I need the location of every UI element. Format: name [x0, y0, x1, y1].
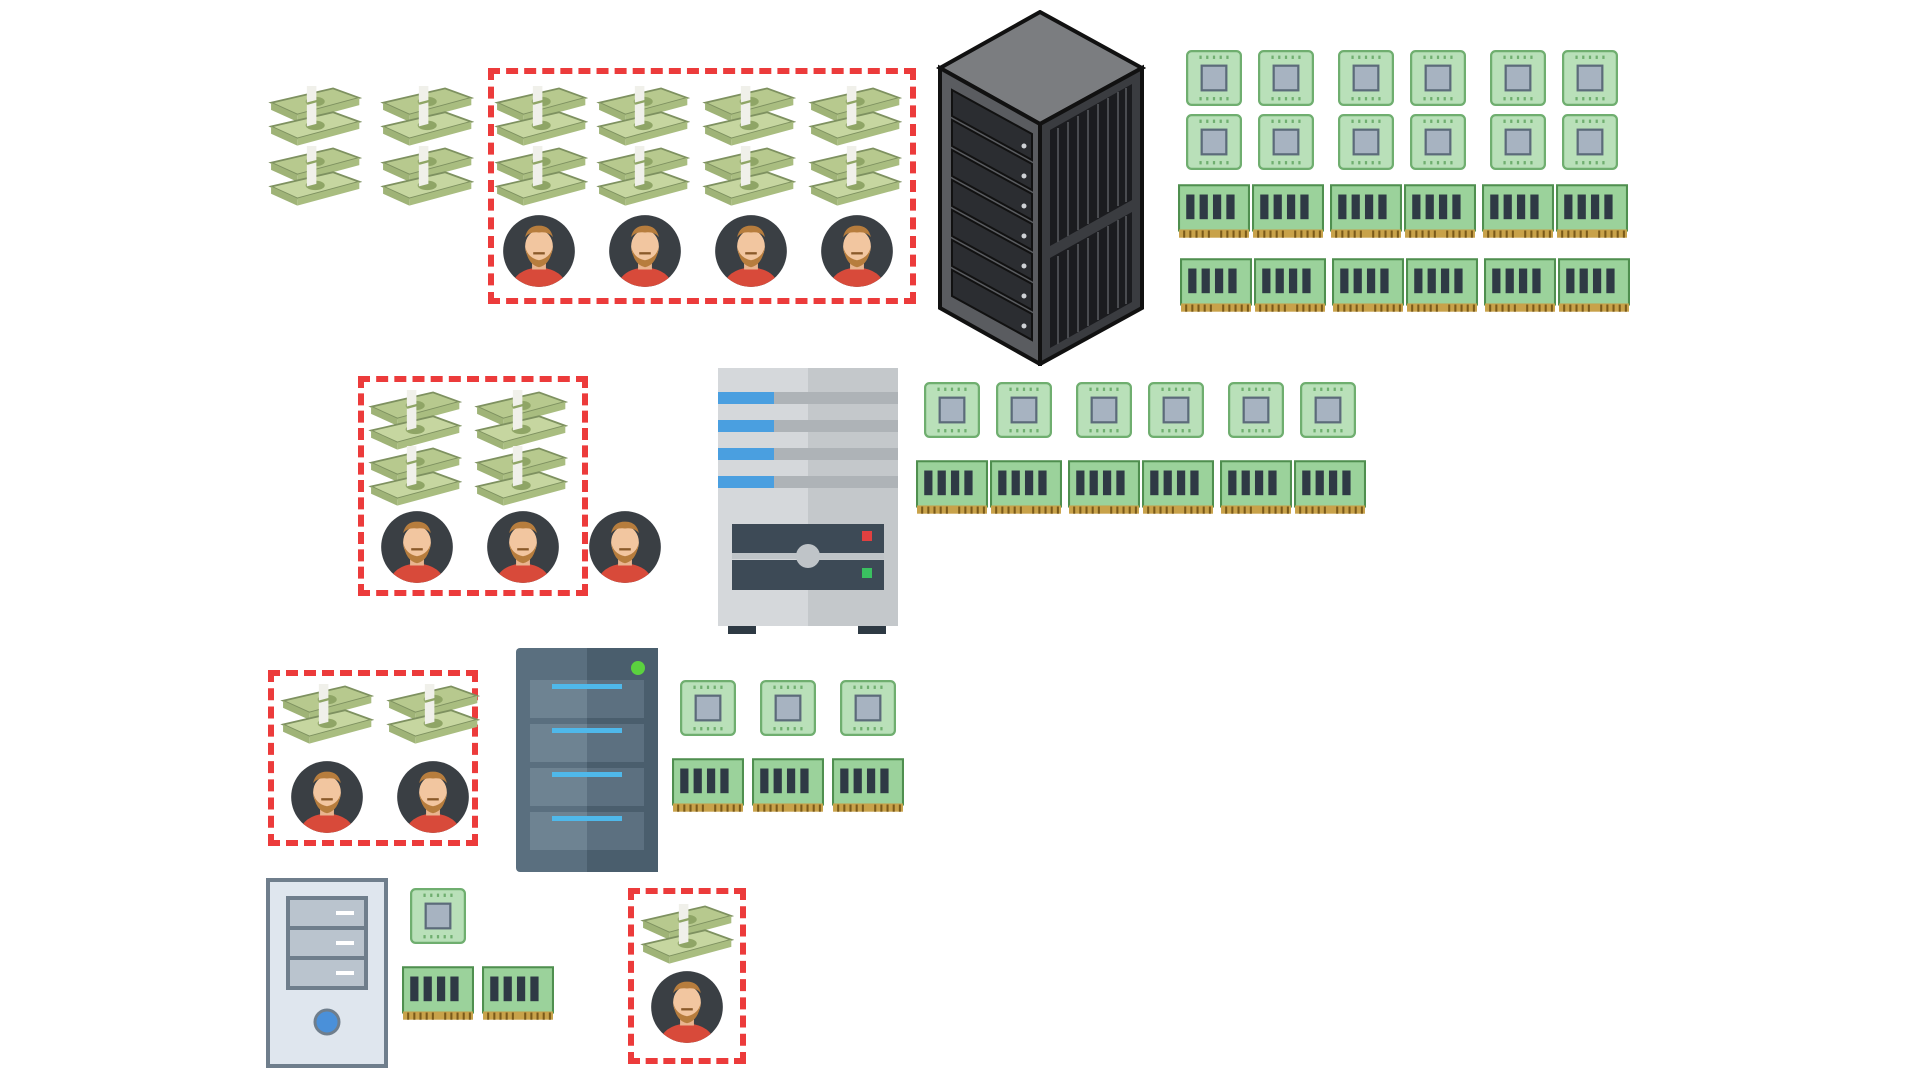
- bearded-person-icon: [588, 510, 662, 584]
- cpu-chip-icon: [1490, 50, 1546, 106]
- ram-module-icon: [1294, 460, 1366, 516]
- team-group-box: [358, 376, 588, 596]
- ram-module-icon: [1404, 184, 1476, 240]
- ram-module-icon: [482, 966, 554, 1022]
- ram-module-icon: [1220, 460, 1292, 516]
- bearded-person-icon: [380, 510, 454, 584]
- money-stack-icon: [366, 446, 462, 508]
- money-stack-icon: [700, 86, 796, 148]
- money-stack-icon: [700, 146, 796, 208]
- ram-module-icon: [916, 460, 988, 516]
- team-group-box: [488, 68, 916, 304]
- ram-module-icon: [1556, 184, 1628, 240]
- money-stack-icon: [594, 146, 690, 208]
- ram-module-icon: [1482, 184, 1554, 240]
- tower-server-icon: [716, 368, 900, 636]
- team-group-box: [628, 888, 746, 1064]
- bearded-person-icon: [820, 214, 894, 288]
- ram-module-icon: [832, 758, 904, 814]
- money-stack-icon: [492, 146, 588, 208]
- cpu-chip-icon: [996, 382, 1052, 438]
- ram-module-icon: [1330, 184, 1402, 240]
- ram-module-icon: [1406, 258, 1478, 314]
- ram-module-icon: [402, 966, 474, 1022]
- blade-server-icon: [516, 648, 658, 872]
- money-stack-icon: [378, 146, 474, 208]
- money-stack-icon: [638, 904, 734, 966]
- cpu-chip-icon: [924, 382, 980, 438]
- bearded-person-icon: [714, 214, 788, 288]
- cpu-chip-icon: [680, 680, 736, 736]
- cpu-chip-icon: [410, 888, 466, 944]
- bearded-person-icon: [502, 214, 576, 288]
- money-stack-icon: [472, 446, 568, 508]
- bearded-person-icon: [608, 214, 682, 288]
- cpu-chip-icon: [1258, 114, 1314, 170]
- ram-module-icon: [1254, 258, 1326, 314]
- ram-module-icon: [672, 758, 744, 814]
- money-stack-icon: [266, 86, 362, 148]
- cpu-chip-icon: [1410, 50, 1466, 106]
- ram-module-icon: [1142, 460, 1214, 516]
- cpu-chip-icon: [840, 680, 896, 736]
- cpu-chip-icon: [1300, 382, 1356, 438]
- cpu-chip-icon: [1186, 114, 1242, 170]
- cpu-chip-icon: [1076, 382, 1132, 438]
- cpu-chip-icon: [1186, 50, 1242, 106]
- ram-module-icon: [1252, 184, 1324, 240]
- ram-module-icon: [1180, 258, 1252, 314]
- money-stack-icon: [594, 86, 690, 148]
- money-stack-icon: [806, 146, 902, 208]
- cpu-chip-icon: [1228, 382, 1284, 438]
- server-rack-icon: [936, 10, 1146, 366]
- money-stack-icon: [384, 684, 480, 746]
- ram-module-icon: [752, 758, 824, 814]
- ram-module-icon: [1332, 258, 1404, 314]
- money-stack-icon: [278, 684, 374, 746]
- cpu-chip-icon: [1562, 114, 1618, 170]
- cpu-chip-icon: [1258, 50, 1314, 106]
- bearded-person-icon: [396, 760, 470, 834]
- ram-module-icon: [1484, 258, 1556, 314]
- cpu-chip-icon: [760, 680, 816, 736]
- bearded-person-icon: [290, 760, 364, 834]
- bearded-person-icon: [486, 510, 560, 584]
- cpu-chip-icon: [1338, 114, 1394, 170]
- ram-module-icon: [990, 460, 1062, 516]
- money-stack-icon: [378, 86, 474, 148]
- team-group-box: [268, 670, 478, 846]
- ram-module-icon: [1068, 460, 1140, 516]
- bearded-person-icon: [650, 970, 724, 1044]
- ram-module-icon: [1178, 184, 1250, 240]
- money-stack-icon: [492, 86, 588, 148]
- money-stack-icon: [472, 390, 568, 452]
- desktop-pc-icon: [266, 878, 388, 1068]
- cpu-chip-icon: [1338, 50, 1394, 106]
- money-stack-icon: [266, 146, 362, 208]
- money-stack-icon: [366, 390, 462, 452]
- cpu-chip-icon: [1490, 114, 1546, 170]
- cpu-chip-icon: [1410, 114, 1466, 170]
- cpu-chip-icon: [1148, 382, 1204, 438]
- cpu-chip-icon: [1562, 50, 1618, 106]
- money-stack-icon: [806, 86, 902, 148]
- ram-module-icon: [1558, 258, 1630, 314]
